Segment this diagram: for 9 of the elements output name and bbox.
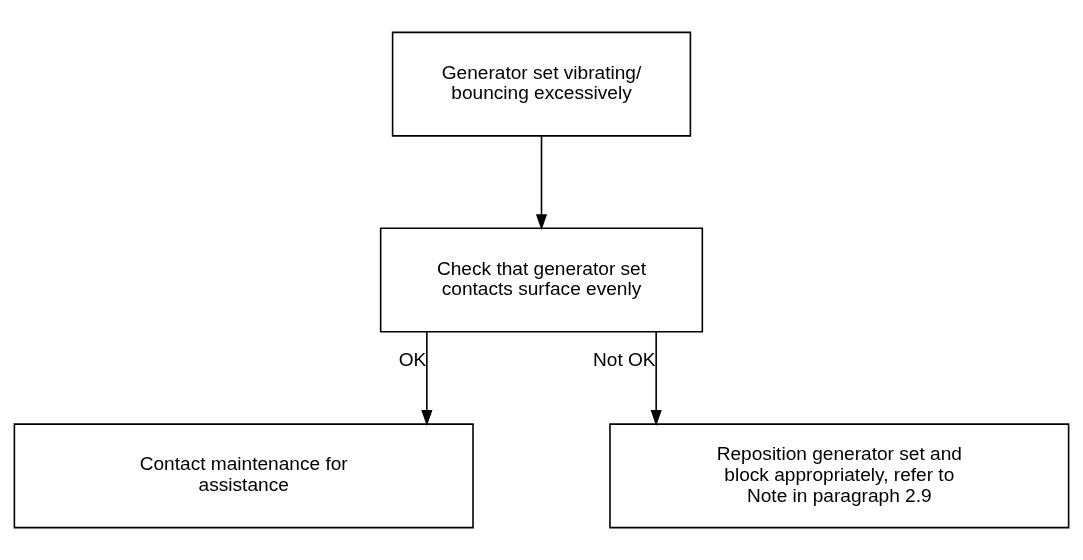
arrow <box>421 331 433 427</box>
node-box: Generator set vibrating/ bouncing excessively <box>391 31 692 137</box>
node-box: Check that generator set contacts surface evenly <box>379 227 704 333</box>
arrow <box>535 135 548 231</box>
arrow <box>650 331 662 427</box>
edge-label: Not OK <box>593 349 656 371</box>
node-box: Reposition generator set and block appropriately, refer to Note in paragraph 2.9 <box>609 423 1070 529</box>
node-box: Contact maintenance for assistance <box>13 423 474 529</box>
edge-label: OK <box>398 349 427 371</box>
